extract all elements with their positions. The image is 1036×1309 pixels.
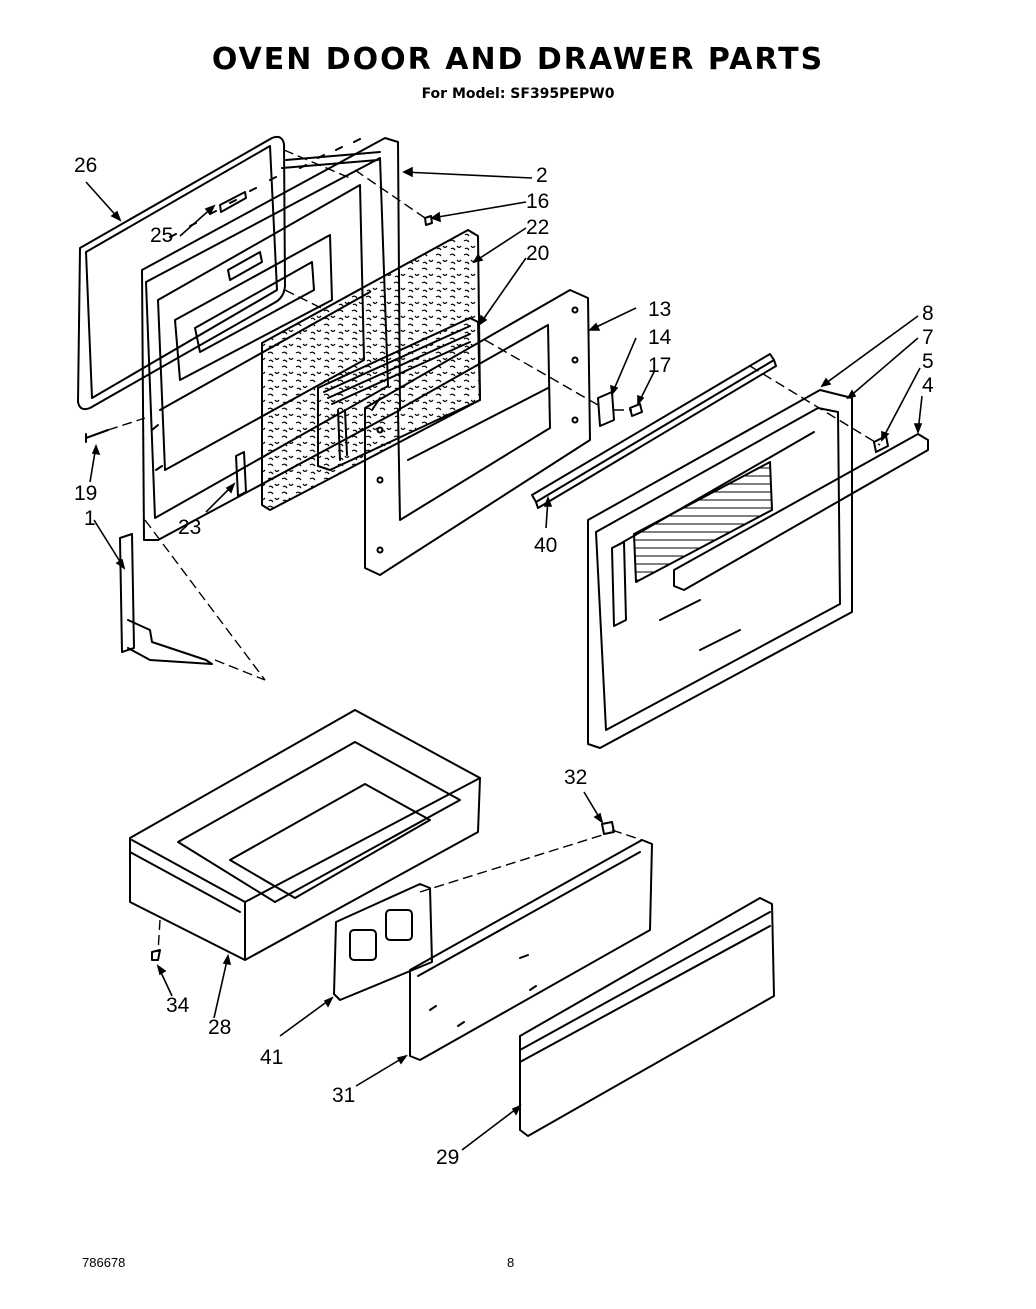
callout-4: 4 [922,374,934,397]
callout-32: 32 [564,766,587,789]
callout-2: 2 [536,164,548,187]
clip-23-part [235,451,247,497]
glass-pack-part [317,317,481,471]
callout-41: 41 [260,1046,283,1069]
model-subtitle: For Model: SF395PEPW0 [421,86,615,102]
callout-40: 40 [534,534,557,557]
screw-17-part [629,403,643,417]
hinge-bracket-14-part [597,391,615,427]
drawer-front-part [519,897,775,1137]
document-number: 786678 [82,1255,126,1270]
screw-16-part [424,215,433,226]
callout-20: 20 [526,242,549,265]
callout-1: 1 [84,507,96,530]
callout-14: 14 [648,326,672,349]
door-gasket-part [77,135,286,411]
drawer-part [129,709,481,961]
screw-34-part [151,949,161,961]
callout-8: 8 [922,302,934,325]
callout-28: 28 [208,1016,231,1039]
outer-door-part [587,389,853,749]
callout-29: 29 [436,1146,459,1169]
callout-5: 5 [922,350,934,373]
callout-31: 31 [332,1084,355,1107]
callout-22: 22 [526,216,549,239]
callout-16: 16 [526,190,549,213]
callout-17: 17 [648,354,671,377]
callout-23: 23 [178,516,201,539]
callout-7: 7 [922,326,934,349]
screw-19-part [85,429,109,443]
callout-34: 34 [166,994,190,1017]
callout-26: 26 [74,154,97,177]
door-hinge-part [119,533,213,665]
callout-19: 19 [74,482,97,505]
channel-strip-part [531,353,777,509]
bracket-41-part [333,883,433,1001]
drawer-liner-part [409,839,653,1061]
screw-32-part [601,821,615,835]
callout-25: 25 [150,224,173,247]
page-title: OVEN DOOR AND DRAWER PARTS [211,42,825,77]
callout-13: 13 [648,298,671,321]
page-number: 8 [507,1255,515,1270]
door-frame-part [364,289,591,576]
